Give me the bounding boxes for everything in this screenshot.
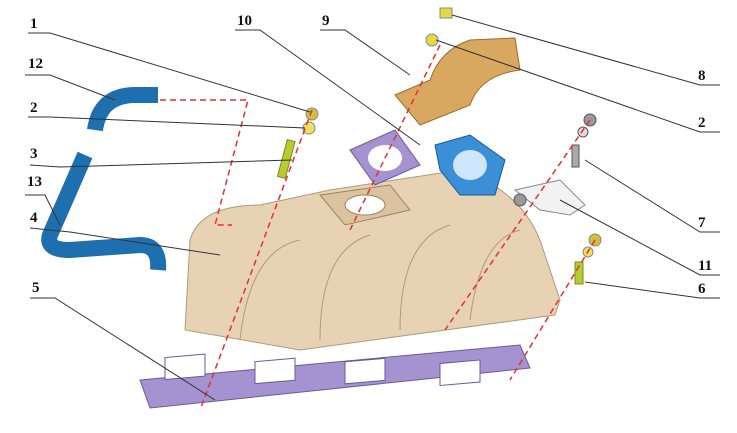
bolts-and-nuts (276, 7, 602, 285)
label-11: 11 (698, 258, 712, 274)
label-5: 5 (32, 280, 40, 296)
bracket (513, 179, 586, 216)
centerline-bracket (444, 119, 591, 331)
label-1: 1 (30, 16, 38, 32)
label-2-left: 2 (30, 100, 38, 116)
hose-13 (41, 151, 167, 271)
centerline-hose (160, 99, 249, 226)
manifold-gasket (139, 344, 531, 409)
leader-lines (25, 14, 720, 401)
label-9: 9 (322, 13, 330, 29)
gasket-ports (164, 353, 481, 387)
label-6: 6 (698, 281, 706, 297)
label-13: 13 (27, 174, 42, 190)
centerline-throttle (349, 44, 441, 231)
centerline-bolt-right (509, 239, 596, 381)
label-10: 10 (237, 13, 252, 29)
label-7: 7 (698, 215, 706, 231)
elbow-housing (394, 37, 521, 126)
manifold-runners (239, 224, 521, 341)
hose-12 (87, 87, 158, 132)
label-4: 4 (30, 210, 38, 226)
label-12: 12 (28, 56, 43, 72)
label-8: 8 (698, 68, 706, 84)
centerline-bolt-left (199, 109, 313, 411)
label-2-right: 2 (698, 115, 706, 131)
label-3: 3 (30, 146, 38, 162)
